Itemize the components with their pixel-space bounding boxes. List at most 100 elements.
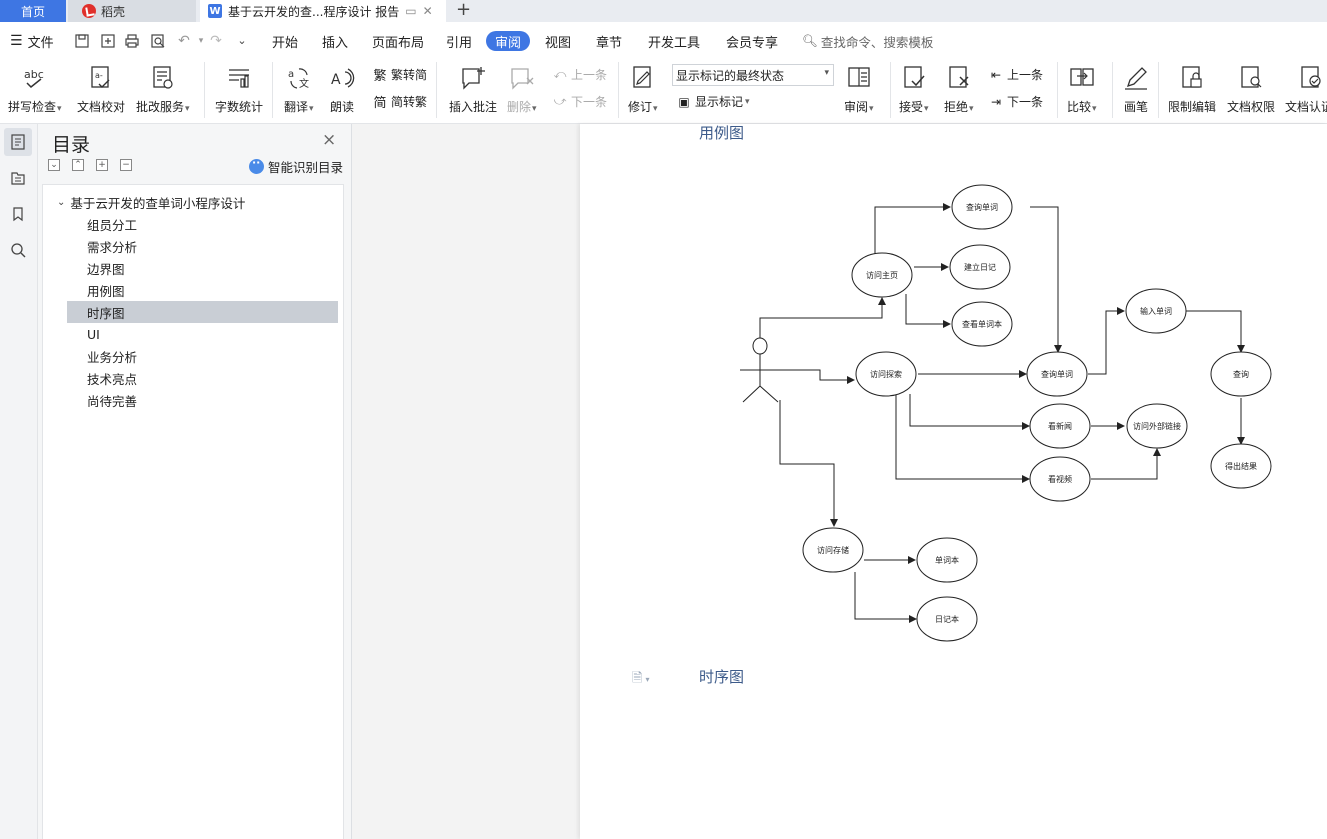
tab-daoke[interactable]: 稻壳 xyxy=(68,0,196,22)
insert-comment-label: 插入批注 xyxy=(449,100,498,114)
show-markup-button[interactable]: ▣显示标记▾ xyxy=(676,93,749,110)
review-ribbon: abc 拼写检查 a- 文档校对 批改服务 字数统计 a文 xyxy=(0,58,1327,124)
toc-panel-icon[interactable] xyxy=(4,128,32,156)
find-icon[interactable] xyxy=(4,236,32,264)
menu-reference[interactable]: 引用 xyxy=(446,35,473,51)
navigation-pane-icon[interactable] xyxy=(4,164,32,192)
use-case-diagram: 查询单词 访问主页 建立日记 查看单词本 访问探索 查询单词 输入单词 查询 得… xyxy=(740,184,1272,642)
save-icon[interactable] xyxy=(74,33,90,49)
toc-item-label: 边界图 xyxy=(87,261,125,277)
insert-comment-button[interactable]: 插入批注 xyxy=(449,60,497,115)
reject-icon xyxy=(945,64,973,92)
side-rail xyxy=(0,124,38,839)
review-pane-button[interactable]: 审阅 xyxy=(844,60,874,115)
pen-button[interactable]: 画笔 xyxy=(1122,60,1150,115)
paragraph-handle-icon[interactable]: 🗎︎▾ xyxy=(632,671,650,686)
simplified-to-traditional-button[interactable]: 简简转繁 xyxy=(372,93,427,111)
next-comment-button[interactable]: ⤻下一条 xyxy=(552,93,607,110)
toc-item-label: 业务分析 xyxy=(87,349,138,365)
document-permission-label: 文档权限 xyxy=(1227,100,1276,114)
toc-item[interactable]: 边界图 xyxy=(87,257,381,279)
smart-toc-label: 智能识别目录 xyxy=(268,160,344,175)
correction-service-button[interactable]: 批改服务 xyxy=(136,60,190,115)
redo-icon[interactable]: ↷ xyxy=(210,33,222,49)
monitor-icon[interactable]: ▭ xyxy=(405,4,417,18)
toc-item[interactable]: UI xyxy=(87,323,381,345)
read-aloud-button[interactable]: A 朗读 xyxy=(328,60,356,115)
chevron-down-icon: ▾ xyxy=(824,68,829,78)
command-search[interactable]: 🔍︎查找命令、搜索模板 xyxy=(802,26,933,56)
tab-document[interactable]: W 基于云开发的查...程序设计 报告 ▭ ✕ xyxy=(200,0,446,22)
bookmark-icon[interactable] xyxy=(4,200,32,228)
prev-comment-button[interactable]: ⤺上一条 xyxy=(552,66,607,83)
document-page[interactable]: 用例图 xyxy=(580,124,1327,839)
toc-item[interactable]: 业务分析 xyxy=(87,345,381,367)
delete-comment-button[interactable]: 删除 xyxy=(507,60,537,115)
menu-chapter[interactable]: 章节 xyxy=(596,35,623,51)
document-permission-button[interactable]: 文档权限 xyxy=(1227,60,1275,115)
toc-item[interactable]: 尚待完善 xyxy=(87,389,381,411)
toc-item[interactable]: 需求分析 xyxy=(87,235,381,257)
new-tab-button[interactable]: + xyxy=(456,0,472,20)
undo-icon[interactable]: ↶ xyxy=(178,33,190,49)
traditional-to-simplified-button[interactable]: 繁繁转简 xyxy=(372,66,427,84)
undo-dropdown-icon[interactable]: ▾ xyxy=(198,36,204,46)
word-count-button[interactable]: 字数统计 xyxy=(215,60,263,115)
heading-sequence-diagram: 时序图 xyxy=(699,668,745,686)
document-certify-button[interactable]: 文档认证 xyxy=(1285,60,1327,115)
menu-insert[interactable]: 插入 xyxy=(322,35,349,51)
toc-item-selected[interactable]: 时序图 xyxy=(67,301,338,323)
node-query-word-mid: 查询单词 xyxy=(1041,369,1073,379)
prev-change-button[interactable]: ⇤上一条 xyxy=(988,66,1043,83)
close-tab-icon[interactable]: ✕ xyxy=(422,4,433,18)
close-icon[interactable]: × xyxy=(322,130,337,150)
spell-check-button[interactable]: abc 拼写检查 xyxy=(8,60,62,115)
compare-button[interactable]: 比较 xyxy=(1067,60,1097,115)
lock-icon xyxy=(1178,64,1206,92)
menu-review[interactable]: 审阅 xyxy=(486,31,531,51)
toc-item-label: 基于云开发的查单词小程序设计 xyxy=(70,195,246,211)
prev-change-icon: ⇤ xyxy=(990,67,1002,82)
smart-toc-button[interactable]: 智能识别目录 xyxy=(249,156,344,176)
menu-view[interactable]: 视图 xyxy=(545,35,572,51)
quick-access-more-icon[interactable]: ⌄ xyxy=(237,34,247,47)
next-comment-icon: ⤻ xyxy=(553,94,567,108)
toc-item[interactable]: 组员分工 xyxy=(87,213,381,235)
tab-home[interactable]: 首页 xyxy=(0,0,66,22)
prev-comment-label: 上一条 xyxy=(571,68,608,82)
demote-level-icon[interactable]: − xyxy=(120,159,132,171)
toc-item[interactable]: 技术亮点 xyxy=(87,367,381,389)
export-icon[interactable] xyxy=(100,33,116,49)
read-aloud-label: 朗读 xyxy=(329,100,354,114)
translate-label: 翻译 xyxy=(284,98,314,115)
menu-page-layout[interactable]: 页面布局 xyxy=(372,35,425,51)
next-change-button[interactable]: ⇥下一条 xyxy=(988,93,1043,110)
menu-file[interactable]: ☰文件 xyxy=(10,26,54,56)
hamburger-icon: ☰ xyxy=(10,33,23,49)
insert-comment-icon xyxy=(459,64,487,92)
restrict-editing-button[interactable]: 限制编辑 xyxy=(1168,60,1216,115)
print-preview-icon[interactable] xyxy=(150,33,166,49)
toc-item-root[interactable]: ⌄ 基于云开发的查单词小程序设计 xyxy=(57,191,351,213)
tab-document-label: 基于云开发的查...程序设计 报告 xyxy=(228,4,400,19)
collapse-all-icon[interactable]: ⌄ xyxy=(48,159,60,171)
toc-panel: 目录 × ⌄ ⌃ + − 智能识别目录 ⌄基于云开发的查单词小程序设计 组员分工… xyxy=(38,124,352,839)
menu-home[interactable]: 开始 xyxy=(272,35,299,51)
tab-home-label: 首页 xyxy=(20,4,45,19)
print-icon[interactable] xyxy=(124,33,140,49)
track-changes-button[interactable]: 修订 xyxy=(628,60,658,115)
menu-member[interactable]: 会员专享 xyxy=(726,35,779,51)
accept-button[interactable]: 接受 xyxy=(899,60,929,115)
reject-button[interactable]: 拒绝 xyxy=(944,60,974,115)
expand-all-icon[interactable]: ⌃ xyxy=(72,159,84,171)
toc-item[interactable]: 用例图 xyxy=(87,279,381,301)
promote-level-icon[interactable]: + xyxy=(96,159,108,171)
chevron-down-icon[interactable]: ⌄ xyxy=(57,196,66,208)
proofread-button[interactable]: a- 文档校对 xyxy=(77,60,125,115)
markup-display-select[interactable]: 显示标记的最终状态▾ xyxy=(672,64,834,86)
spell-check-label: 拼写检查 xyxy=(8,98,62,115)
menu-developer[interactable]: 开发工具 xyxy=(648,35,701,51)
node-visit-storage: 访问存储 xyxy=(817,545,849,555)
